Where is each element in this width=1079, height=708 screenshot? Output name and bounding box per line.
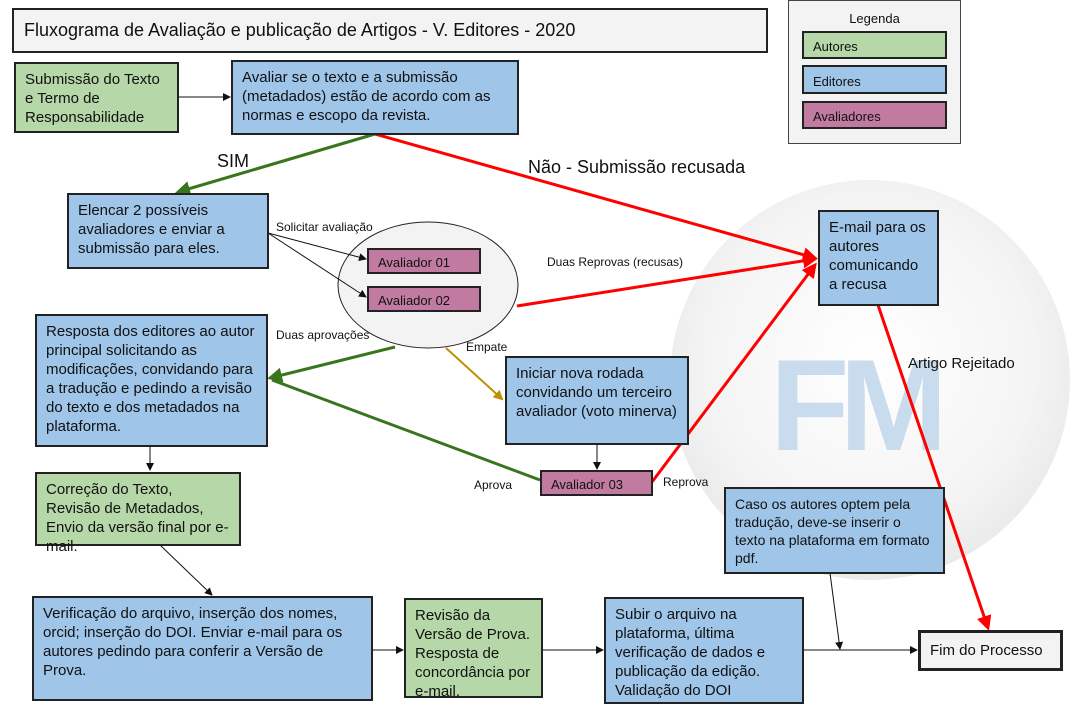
page-title: Fluxograma de Avaliação e publicação de … — [24, 20, 576, 40]
legend-heading: Legenda — [849, 11, 900, 26]
title-box: Fluxograma de Avaliação e publicação de … — [12, 8, 768, 53]
node-subir: Subir o arquivo na plataforma, última ve… — [604, 597, 804, 704]
label-aprova: Aprova — [474, 478, 513, 492]
label-rejeitado: Artigo Rejeitado — [908, 355, 1015, 372]
label-nao: Não - Submissão recusada — [528, 157, 746, 177]
node-fim: Fim do Processo — [918, 630, 1063, 671]
node-verificacao: Verificação do arquivo, inserção dos nom… — [32, 596, 373, 701]
node-avaliador-02: Avaliador 02 — [367, 286, 481, 312]
node-resposta: Resposta dos editores ao autor principal… — [35, 314, 268, 447]
label-empate: Empate — [466, 340, 508, 354]
node-iniciar: Iniciar nova rodada convidando um tercei… — [505, 356, 689, 445]
node-avaliar: Avaliar se o texto e a submissão (metada… — [231, 60, 519, 135]
node-caso-traducao: Caso os autores optem pela tradução, dev… — [724, 487, 945, 574]
node-submissao: Submissão do Texto e Termo de Responsabi… — [14, 62, 179, 133]
legend: Legenda Autores Editores Avaliadores — [788, 0, 961, 144]
legend-editores: Editores — [802, 65, 947, 94]
legend-avaliadores: Avaliadores — [802, 101, 947, 129]
node-email-recusa: E-mail para os autores comunicando a rec… — [818, 210, 939, 306]
label-solicitar: Solicitar avaliação — [276, 220, 373, 234]
node-correcao: Correção do Texto, Revisão de Metadados,… — [35, 472, 241, 555]
label-sim: SIM — [217, 151, 250, 171]
label-duas-reprovas: Duas Reprovas (recusas) — [547, 255, 684, 269]
node-avaliador-01: Avaliador 01 — [367, 248, 481, 274]
node-revisao: Revisão da Versão de Prova. Resposta de … — [404, 598, 543, 700]
label-duas-aprovacoes: Duas aprovações — [276, 328, 370, 342]
node-avaliador-03: Avaliador 03 — [540, 470, 653, 496]
node-elencar: Elencar 2 possíveis avaliadores e enviar… — [67, 193, 269, 269]
label-reprova: Reprova — [663, 475, 709, 489]
legend-autores: Autores — [802, 31, 947, 59]
watermark-text: FM — [770, 332, 948, 478]
